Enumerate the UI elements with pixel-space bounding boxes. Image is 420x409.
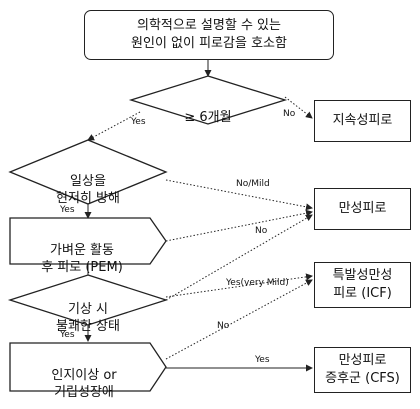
decision-d1: ≥ 6개월 [150,91,266,126]
outcome-o3-label: 특발성만성 피로 (ICF) [332,268,393,301]
edge-d3-no [165,209,313,242]
decision-d2-shape [8,139,168,205]
outcome-o2: 만성피로 [314,188,411,230]
edge-d2-no [165,179,313,211]
edge-label-d1-yes: Yes [131,117,146,127]
edge-label-d3-no: No [255,226,268,236]
decision-d4: 기상 시 불쾌한 상태 [28,283,148,336]
edge-d4-o2 [165,214,313,301]
edge-label-d4-yes: Yes [60,330,75,340]
decision-d1-label: ≥ 6개월 [184,109,232,125]
title-box: 의학적으로 설명할 수 있는 원인이 없이 피로감을 호소함 [84,10,334,60]
decision-d3-label: 가벼운 활동 후 피로 (PEM) [41,242,123,276]
decision-d4-shape [7,274,169,326]
edge-d5-no [165,279,313,360]
edge-label-d1-no: No [283,109,296,119]
decision-d2-label: 일상을 현저히 방해 [56,173,120,207]
edge-label-d2-no: No/Mild [236,179,270,189]
decision-d5: 인지이상 or 기립성장애 [12,349,156,402]
outcome-o1-label: 지속성피로 [332,113,393,129]
decision-d2: 일상을 현저히 방해 [28,155,148,208]
edge-d1-no [284,96,313,119]
outcome-o2-label: 만성피로 [338,201,387,217]
decision-d3: 가벼운 활동 후 피로 (PEM) [12,224,152,277]
decision-d3-shape [9,217,167,265]
decision-d1-shape [128,75,288,125]
decision-d4-label: 기상 시 불쾌한 상태 [56,301,120,335]
title-text: 의학적으로 설명할 수 있는 원인이 없이 피로감을 호소함 [131,18,287,51]
outcome-o4: 만성피로 증후군 (CFS) [314,347,411,393]
edge-d1-yes [87,111,141,141]
edge-label-d5-yes: Yes [255,355,270,365]
decision-d5-label: 인지이상 or 기립성장애 [51,367,117,401]
outcome-o1: 지속성피로 [314,100,411,142]
decision-d5-shape [9,342,167,392]
outcome-o4-label: 만성피로 증후군 (CFS) [325,353,400,386]
edge-label-d5-no: No [217,321,230,331]
outcome-o3: 특발성만성 피로 (ICF) [314,262,411,308]
edge-label-d2-yes: Yes [60,205,75,215]
edge-d4-mild [165,273,313,298]
edge-label-d4-mild: Yes(very Mild) [226,278,289,288]
